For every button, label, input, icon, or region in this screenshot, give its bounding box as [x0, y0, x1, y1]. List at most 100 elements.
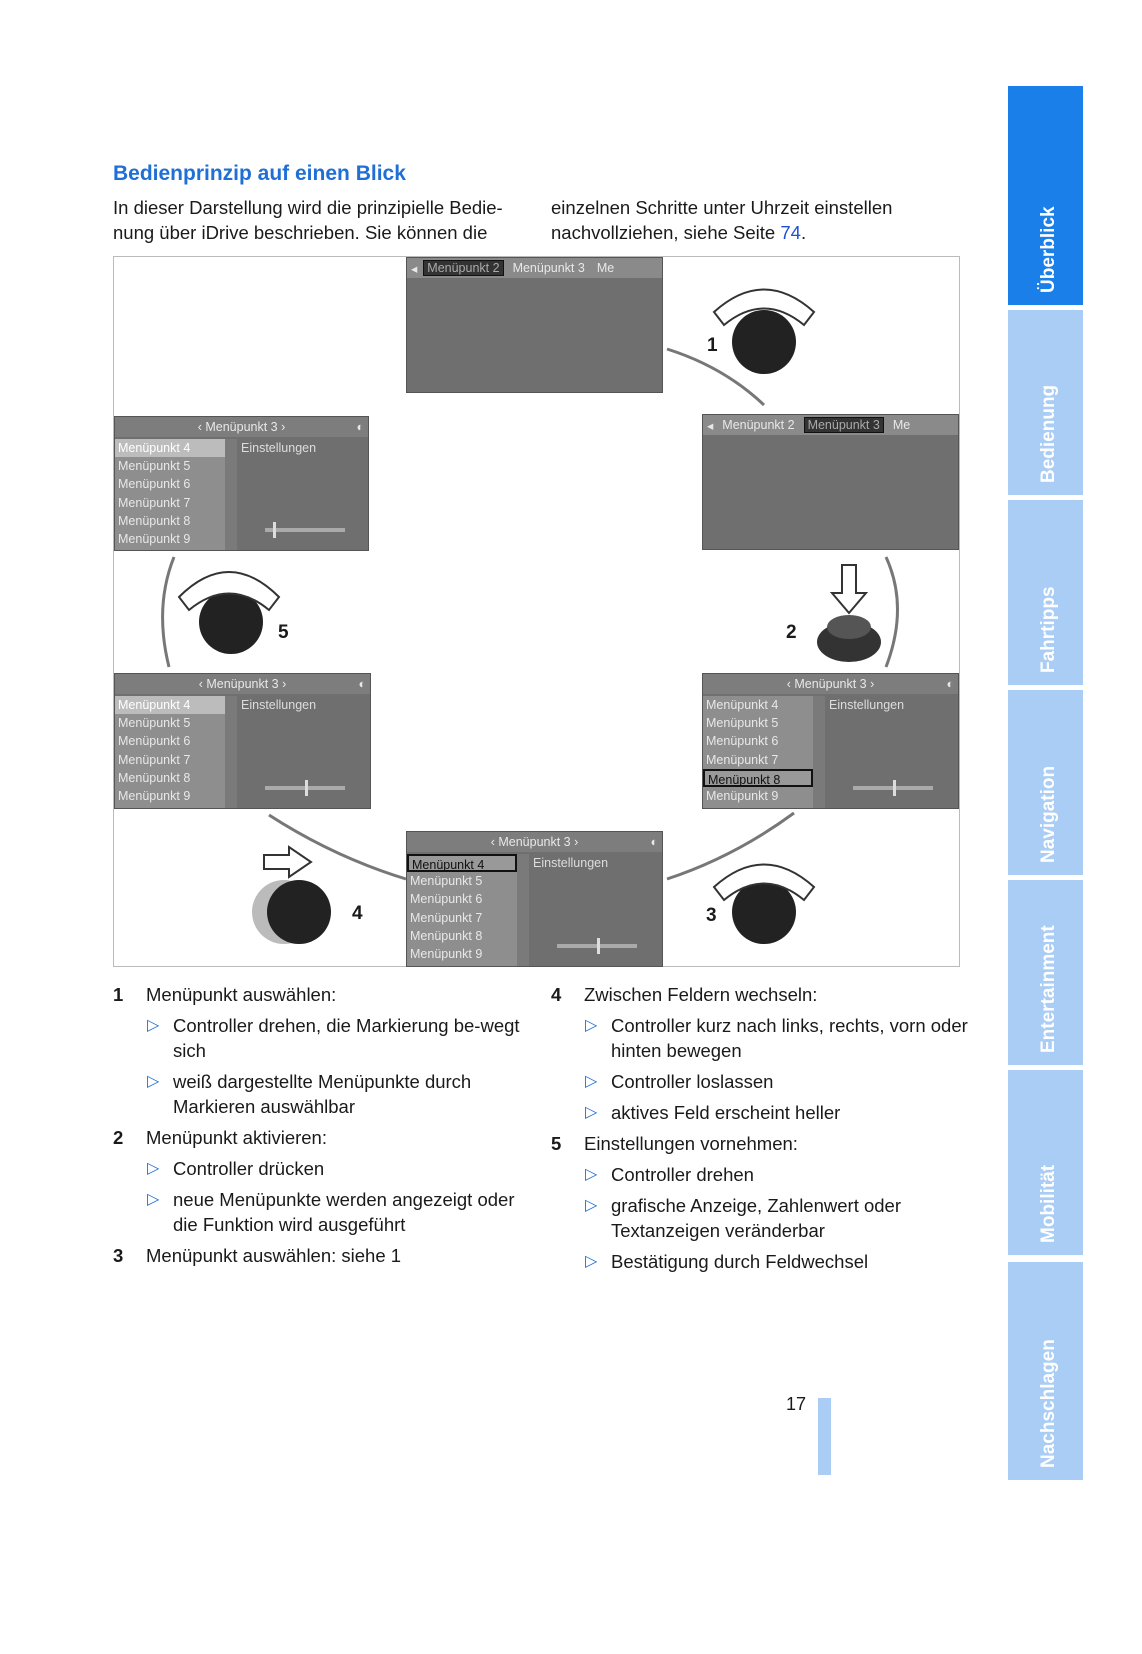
menu-tab[interactable]: Me — [596, 261, 615, 275]
menu-item[interactable]: Menüpunkt 8 — [118, 513, 191, 528]
menu-tab[interactable]: Me — [892, 418, 911, 432]
menu-item[interactable]: Menüpunkt 8 — [703, 768, 813, 787]
menu-item[interactable]: Menüpunkt 9 — [410, 946, 483, 961]
menu-tab[interactable]: Menüpunkt 3 — [512, 261, 585, 275]
step-substep: ▷ weiß dargestellte Menüpunkte durch Mark… — [113, 1069, 533, 1119]
step-number: 5 — [551, 1133, 562, 1154]
settings-label: Einstellungen — [241, 698, 317, 712]
slider-thumb[interactable] — [305, 780, 308, 796]
screen-header: ‹ Menüpunkt 3 ›◐ — [115, 674, 370, 694]
menu-item[interactable]: Menüpunkt 7 — [706, 752, 779, 767]
settings-knob-icon: ◐ — [946, 677, 954, 691]
step-substep: ▷neue Menüpunkte werden angezeigt oder d… — [113, 1187, 533, 1237]
menu-item[interactable]: Menüpunkt 9 — [118, 531, 191, 546]
settings-knob-icon: ◐ — [650, 835, 658, 849]
slider-thumb[interactable] — [893, 780, 896, 796]
substep-text: weiß dargestellte Menüpunkte durch Marki… — [173, 1071, 472, 1117]
controller-illustrations — [161, 288, 899, 944]
idrive-screen: ‹ Menüpunkt 3 ›◐ Menüpunkt 4 Menüpunkt 5 Me… — [702, 673, 959, 809]
scrollbar[interactable] — [517, 854, 529, 966]
menu-item[interactable]: Menüpunkt 4 — [115, 439, 225, 458]
chapter-tab[interactable]: Nachschlagen — [1008, 1262, 1083, 1480]
intro-left: In dieser Darstellung wird die prinzipie… — [113, 197, 503, 243]
settings-slider[interactable] — [853, 780, 933, 796]
bullet-triangle-icon: ▷ — [147, 1191, 160, 1208]
chapter-tab[interactable]: Bedienung — [1008, 310, 1083, 495]
bullet-triangle-icon: ▷ — [585, 1073, 598, 1090]
settings-slider[interactable] — [265, 780, 345, 796]
page-link[interactable]: 74 — [780, 222, 801, 243]
menu-item[interactable]: Menüpunkt 4 — [407, 854, 517, 873]
menu-item[interactable]: Menüpunkt 6 — [706, 734, 779, 749]
knob-3 — [712, 863, 816, 944]
step-substep: ▷Controller drücken — [113, 1156, 533, 1181]
chapter-tab-label: Überblick — [1037, 206, 1059, 293]
menu-item[interactable]: Menüpunkt 4 — [115, 696, 225, 715]
scrollbar[interactable] — [225, 696, 237, 808]
knob-4 — [252, 845, 331, 944]
knob-1 — [712, 288, 816, 374]
menu-item[interactable]: Menüpunkt 7 — [118, 495, 191, 510]
chapter-tab[interactable]: Mobilität — [1008, 1070, 1083, 1255]
bullet-triangle-icon: ▷ — [585, 1253, 598, 1270]
step-number-1: 1 — [707, 335, 718, 356]
scrollbar[interactable] — [225, 439, 237, 550]
slider-thumb[interactable] — [273, 522, 276, 538]
screen-header: ‹ Menüpunkt 3 ›◐ — [703, 674, 958, 694]
substep-text: Controller loslassen — [611, 1071, 774, 1092]
bullet-triangle-icon: ▷ — [585, 1017, 598, 1034]
step-title: Zwischen Feldern wechseln: — [584, 984, 818, 1005]
chapter-tab-label: Bedienung — [1037, 384, 1059, 483]
step-number: 2 — [113, 1127, 124, 1148]
chapter-tab[interactable]: Navigation — [1008, 690, 1083, 875]
step-substep: ▷Controller drehen, die Markierung be-we… — [113, 1013, 533, 1063]
menu-tab[interactable]: Menüpunkt 2 — [423, 260, 504, 276]
chapter-tab[interactable]: Überblick — [1008, 86, 1083, 305]
step-substep: ▷aktives Feld erscheint heller — [551, 1100, 971, 1125]
menu-item[interactable]: Menüpunkt 7 — [118, 752, 191, 767]
settings-knob-icon: ◐ — [356, 420, 364, 434]
arc-4 — [268, 813, 407, 881]
chapter-tab-label: Fahrtipps — [1037, 586, 1059, 673]
settings-slider[interactable] — [557, 938, 637, 954]
menu-item[interactable]: Menüpunkt 5 — [118, 716, 191, 731]
menu-item[interactable]: Menüpunkt 7 — [410, 910, 483, 925]
step-title: Menüpunkt auswählen: — [146, 984, 337, 1005]
scrollbar[interactable] — [813, 696, 825, 808]
arrow-left-icon: ◂ — [707, 418, 714, 433]
settings-slider[interactable] — [265, 522, 345, 538]
menu-item[interactable]: Menüpunkt 4 — [706, 698, 779, 712]
menu-item[interactable]: Menüpunkt 6 — [118, 734, 191, 749]
bullet-triangle-icon: ▷ — [585, 1166, 598, 1183]
menu-item[interactable]: Menüpunkt 5 — [118, 459, 191, 474]
step-number-4: 4 — [352, 903, 363, 924]
substep-text: Controller kurz nach links, rechts, vorn… — [611, 1015, 968, 1061]
menu-item[interactable]: Menüpunkt 8 — [118, 770, 191, 785]
substep-text: grafische Anzeige, Zahlenwert oder Texta… — [611, 1195, 902, 1241]
menu-item[interactable]: Menüpunkt 9 — [118, 788, 191, 803]
step-substep: ▷ Controller kurz nach links, rechts, vor… — [551, 1013, 971, 1063]
menu-item[interactable]: Menüpunkt 6 — [410, 892, 483, 907]
chapter-tab[interactable]: Entertainment — [1008, 880, 1083, 1065]
menu-tab-bar: ◂ Menüpunkt 2 Menüpunkt 3 Me — [703, 415, 958, 435]
menu-item[interactable]: Menüpunkt 6 — [118, 477, 191, 492]
menu-tab[interactable]: Menüpunkt 3 — [803, 417, 884, 433]
slider-thumb[interactable] — [597, 938, 600, 954]
idrive-screen: ◂ Menüpunkt 2 Menüpunkt 3 Me — [702, 414, 959, 550]
chapter-tab[interactable]: Fahrtipps — [1008, 500, 1083, 685]
menu-tab[interactable]: Menüpunkt 2 — [722, 418, 795, 432]
menu-item[interactable]: Menüpunkt 8 — [410, 928, 483, 943]
menu-item[interactable]: Menüpunkt 9 — [706, 788, 779, 803]
step-title: Menüpunkt auswählen: siehe 1 — [146, 1245, 402, 1266]
bullet-triangle-icon: ▷ — [147, 1073, 160, 1090]
menu-item[interactable]: Menüpunkt 5 — [410, 874, 483, 889]
menu-item[interactable]: Menüpunkt 5 — [706, 716, 779, 731]
arc-5 — [161, 556, 176, 668]
page-marker — [818, 1398, 831, 1475]
